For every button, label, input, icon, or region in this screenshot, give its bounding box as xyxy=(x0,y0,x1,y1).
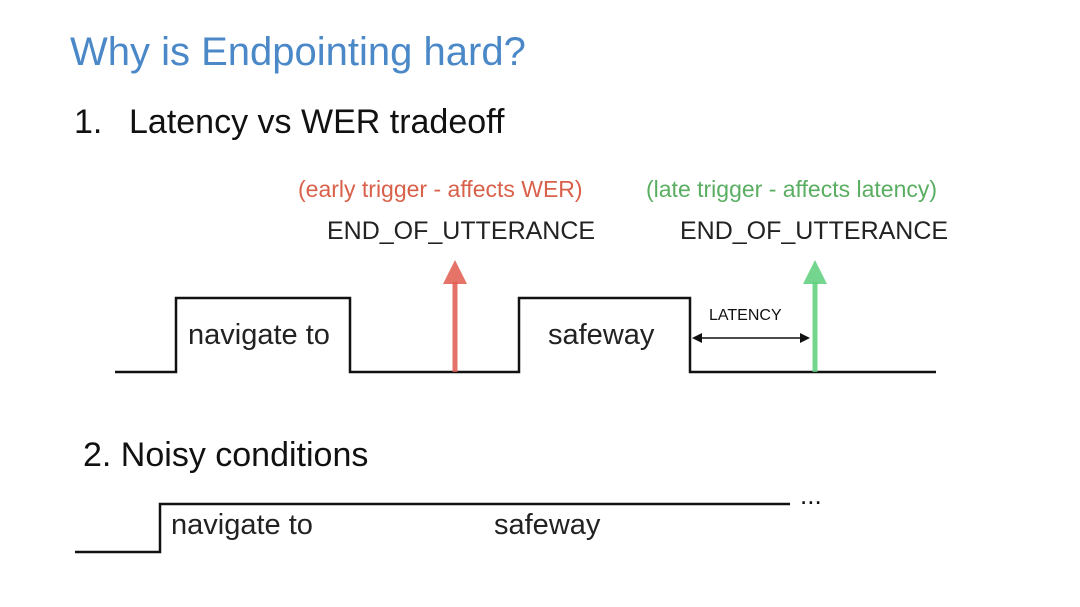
late-trigger-arrow xyxy=(803,260,827,372)
noisy-word-safeway: safeway xyxy=(494,509,601,541)
late-eou-label: END_OF_UTTERANCE xyxy=(680,217,949,245)
list-item-latency: 1. Latency vs WER tradeoff xyxy=(74,103,504,142)
word-navigate-to: navigate to xyxy=(188,319,330,351)
list-number: 1. xyxy=(74,103,103,141)
noisy-signal-line xyxy=(75,502,790,554)
list-item-noisy: 2. Noisy conditions xyxy=(83,436,369,474)
noisy-word-navigate-to: navigate to xyxy=(171,509,313,541)
continuation-ellipsis: ... xyxy=(800,480,822,510)
early-trigger-caption: (early trigger - affects WER) xyxy=(298,176,583,202)
latency-double-arrow xyxy=(692,333,810,343)
word-safeway: safeway xyxy=(548,319,655,351)
latency-label: LATENCY xyxy=(709,307,782,324)
slide-title: Why is Endpointing hard? xyxy=(70,30,526,74)
list-item-text: Latency vs WER tradeoff xyxy=(129,103,505,141)
late-trigger-caption: (late trigger - affects latency) xyxy=(646,176,938,202)
speech-signal-line xyxy=(115,296,936,374)
early-eou-label: END_OF_UTTERANCE xyxy=(327,217,596,245)
early-trigger-arrow xyxy=(443,260,467,372)
